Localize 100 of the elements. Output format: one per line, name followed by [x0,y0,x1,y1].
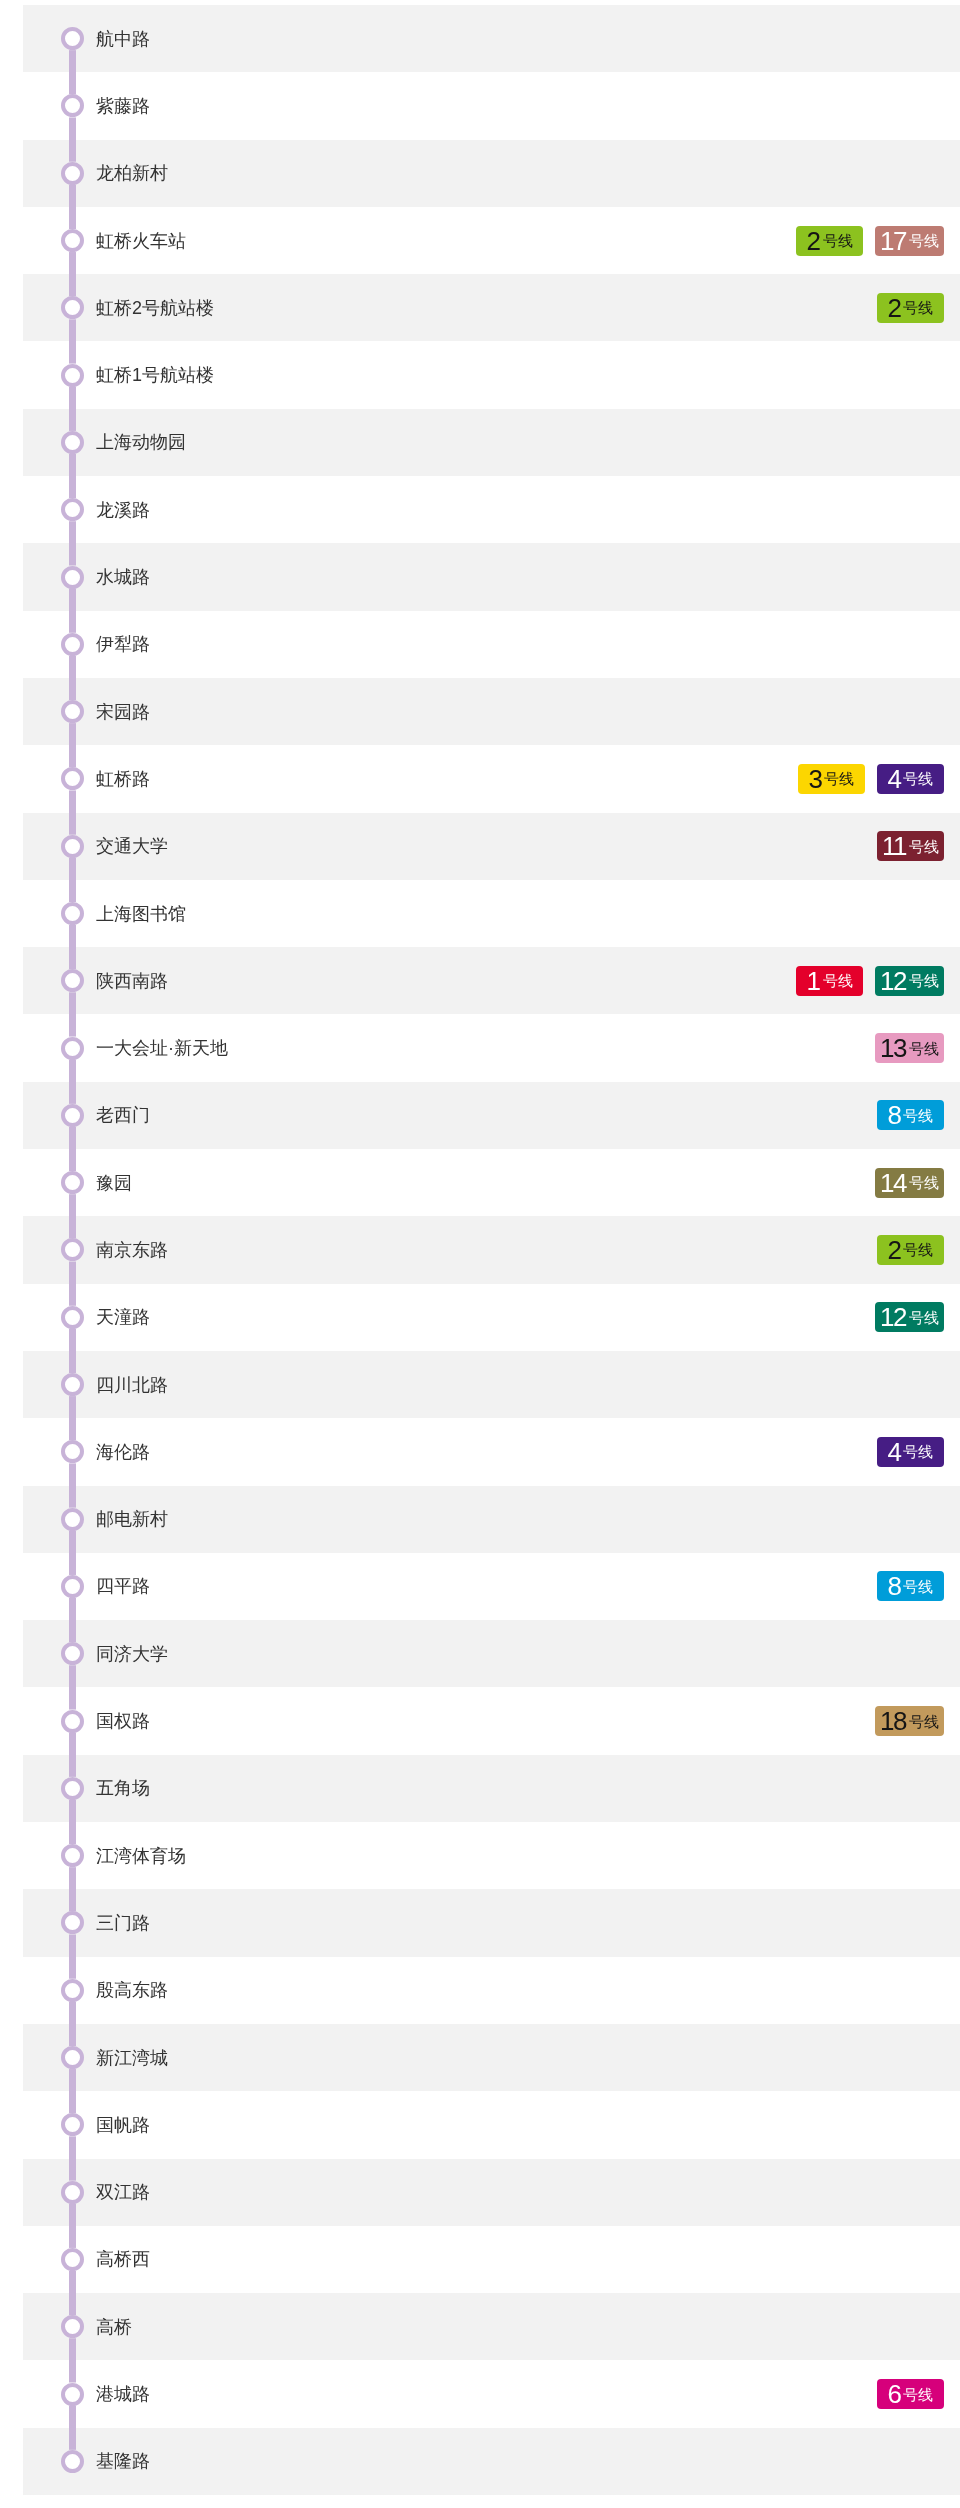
route-line [69,1665,76,1710]
line-number: 12 [880,967,906,994]
line-badge [796,965,864,996]
route-line [69,1126,76,1172]
station-name: 三门路 [96,1913,150,1932]
station-name: 一大会址·新天地 [96,1039,228,1058]
route-line [69,1261,76,1306]
line-label: 号线 [903,1107,934,1123]
line-number: 3 [808,765,822,792]
route-line [69,790,76,835]
line-label: 号线 [903,300,934,316]
route-line [69,2069,76,2114]
station-name: 同济大学 [96,1644,168,1663]
station-marker [61,1171,84,1195]
station-marker [61,1844,84,1868]
line-number: 2 [887,1237,901,1263]
station-row [23,274,960,342]
station-marker [61,1036,84,1060]
station-row [23,1754,960,1822]
station-name: 交通大学 [96,837,168,856]
station-row [23,408,960,477]
station-row [23,2427,960,2495]
station-marker [61,430,84,454]
route-line [69,184,76,230]
line-label: 号线 [822,973,853,989]
route-line [69,1799,76,1845]
line-badge [877,1571,944,1602]
station-name: 基隆路 [96,2452,150,2471]
station-marker [61,498,84,522]
station-name: 江湾体育场 [96,1846,186,1865]
station-name: 豫园 [96,1173,132,1192]
station-name: 上海动物园 [96,433,186,452]
line-number: 11 [882,833,906,860]
station-row [23,1350,960,1419]
line-number: 6 [887,2381,901,2408]
station-row [23,2023,960,2092]
line-badge [875,965,944,996]
route-line [69,453,76,499]
station-marker [61,1238,84,1262]
line-badge [877,2379,944,2410]
route-line [69,588,76,633]
station-name: 虹桥1号航站楼 [96,366,214,385]
station-row [23,2293,960,2361]
route-line [69,319,76,364]
station-marker [61,2180,84,2204]
route-line [69,1934,76,1979]
route-line [69,2136,76,2181]
station-marker [61,2046,84,2070]
station-name: 航中路 [96,29,150,48]
line-number: 8 [887,1573,901,1600]
station-row [23,1620,960,1688]
route-line [69,2405,76,2450]
route-line [69,1194,76,1239]
station-marker [61,565,84,589]
line-badge [875,1033,944,1064]
station-name: 虹桥2号航站楼 [96,298,214,317]
station-marker [61,2382,84,2406]
route-line [69,50,76,95]
line-badge [798,763,865,794]
station-row [23,543,960,611]
station-name: 紫藤路 [96,96,150,115]
station-name: 四川北路 [96,1375,168,1394]
station-name: 海伦路 [96,1442,150,1461]
station-marker [61,363,84,387]
line-number: 17 [880,227,906,254]
station-row [23,2158,960,2226]
line-label: 号线 [909,838,939,854]
line-badge [877,1436,944,1467]
station-name: 双江路 [96,2183,150,2202]
station-marker [61,1911,84,1935]
station-name: 龙柏新村 [96,164,168,183]
station-name: 新江湾城 [96,2048,168,2067]
line-label: 号线 [903,1444,934,1460]
line-badge [877,1235,944,1265]
station-marker [61,1373,84,1397]
line-number: 18 [880,1708,906,1735]
station-name: 陕西南路 [96,971,168,990]
route-line [69,1530,76,1575]
station-marker [61,902,84,925]
station-marker [61,1709,84,1733]
station-marker [61,27,84,51]
station-name: 高桥西 [96,2250,150,2269]
line-badge [875,1167,944,1198]
station-name: 老西门 [96,1106,150,1125]
line-label: 号线 [903,2386,934,2402]
route-line [69,1396,76,1441]
route-line [69,925,76,970]
station-marker [61,1776,84,1800]
station-marker [61,2315,84,2339]
line-label: 号线 [824,771,855,787]
route-line [69,2270,76,2316]
station-marker [61,229,84,253]
station-row [23,139,960,207]
route-line [69,857,76,902]
route-line [69,1597,76,1643]
line-badge [877,763,944,794]
station-marker [61,767,84,791]
station-row [23,677,960,746]
station-marker [61,1978,84,2002]
line-number: 2 [806,227,820,254]
